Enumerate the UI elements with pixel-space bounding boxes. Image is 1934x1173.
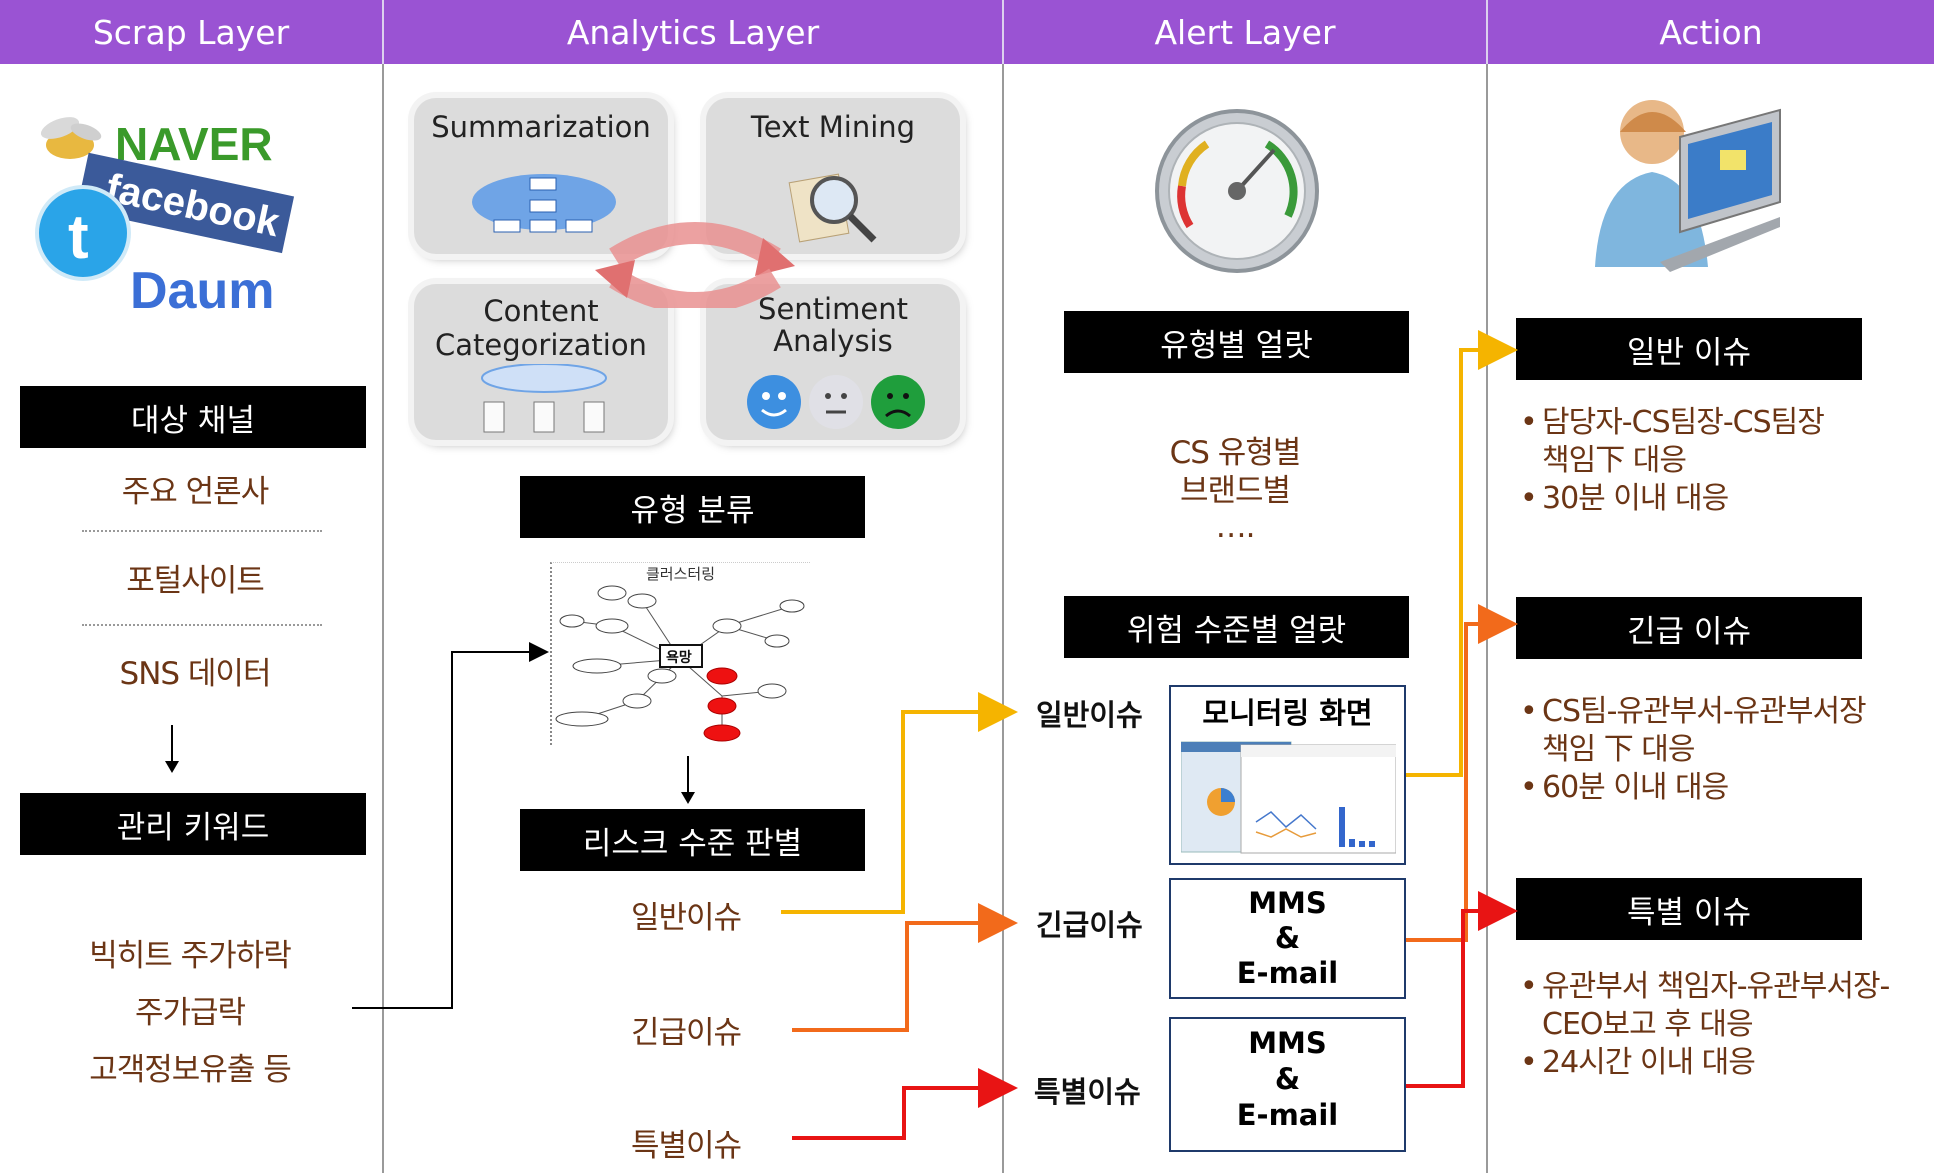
bullet-continuation: 책임 下 대응 bbox=[1542, 732, 1695, 767]
special-flow-arrow bbox=[792, 1068, 1018, 1140]
risk-alert-box: 위험 수준별 얼랏 bbox=[1064, 596, 1409, 658]
type-line: 브랜드별 bbox=[1179, 473, 1291, 509]
bullet-item: CS팀-유관부서-유관부서장 bbox=[1520, 693, 1920, 731]
svg-text:t: t bbox=[68, 203, 89, 272]
risk-level-special: 특별이슈 bbox=[630, 1128, 742, 1164]
down-arrow-icon bbox=[676, 756, 700, 810]
general-action-arrow bbox=[1406, 330, 1518, 777]
keyword-item: 고객정보유출 등 bbox=[89, 1052, 292, 1088]
column-divider bbox=[382, 64, 384, 1173]
alert-level-general: 일반이슈 bbox=[1036, 698, 1143, 732]
summarization-panel: Summarization bbox=[414, 98, 668, 254]
bullet-item: 60분 이내 대응 bbox=[1520, 769, 1920, 807]
email-label: E-mail bbox=[1236, 1098, 1339, 1132]
clustering-mindmap: 클러스터링 욕망 bbox=[550, 562, 810, 745]
hierarchy-cloud-icon bbox=[472, 174, 616, 233]
header-action: Action bbox=[1488, 0, 1934, 64]
mms-email-box-urgent: MMS & E-mail bbox=[1169, 878, 1406, 999]
analysis-label: Analysis bbox=[773, 324, 893, 358]
header-scrap-layer: Scrap Layer bbox=[0, 0, 384, 64]
bullet-item: 30분 이내 대응 bbox=[1520, 480, 1920, 518]
naver-logo-icon: NAVER facebook t Daum bbox=[35, 117, 295, 320]
divider bbox=[82, 624, 322, 626]
risk-level-box: 리스크 수준 판별 bbox=[520, 809, 865, 871]
bullet-item: 유관부서 책임자-유관부서장- bbox=[1520, 968, 1920, 1006]
gauge-icon bbox=[1155, 109, 1319, 273]
text-mining-label: Text Mining bbox=[750, 110, 916, 144]
summarization-label: Summarization bbox=[431, 110, 651, 144]
general-issue-box: 일반 이슈 bbox=[1516, 318, 1862, 380]
text-mining-panel: Text Mining bbox=[706, 98, 960, 254]
cluster-center-label: 욕망 bbox=[666, 649, 692, 666]
cluster-title: 클러스터링 bbox=[646, 565, 716, 583]
keyword-to-cluster-arrow bbox=[352, 642, 549, 1009]
urgent-issue-box: 긴급 이슈 bbox=[1516, 597, 1862, 659]
urgent-issue-details: CS팀-유관부서-유관부서장 책임 下 대응 60분 이내 대응 bbox=[1520, 693, 1920, 807]
bullet-continuation: 책임下 대응 bbox=[1542, 443, 1687, 478]
magnifier-document-icon bbox=[788, 173, 877, 243]
database-cloud-icon bbox=[481, 364, 607, 433]
urgent-action-arrow bbox=[1406, 604, 1518, 942]
alert-level-special: 특별이슈 bbox=[1034, 1075, 1141, 1109]
down-arrow-icon bbox=[160, 725, 184, 779]
type-classification-box: 유형 분류 bbox=[520, 476, 865, 538]
column-divider bbox=[1002, 64, 1004, 1173]
type-line: …. bbox=[1215, 509, 1256, 545]
keyword-item: 주가급락 bbox=[134, 995, 246, 1031]
sentiment-faces-icon bbox=[747, 375, 925, 429]
special-issue-details: 유관부서 책임자-유관부서장- CEO보고 후 대응 24시간 이내 대응 bbox=[1520, 968, 1920, 1082]
monitoring-title: 모니터링 화면 bbox=[1202, 696, 1373, 730]
header-analytics-layer: Analytics Layer bbox=[384, 0, 1004, 64]
monitoring-screen-box: 모니터링 화면 bbox=[1169, 685, 1406, 865]
bullet-item: 24시간 이내 대응 bbox=[1520, 1044, 1920, 1082]
email-label: E-mail bbox=[1236, 956, 1339, 990]
channel-logos: NAVER facebook t Daum bbox=[20, 100, 340, 330]
special-issue-box: 특별 이슈 bbox=[1516, 878, 1862, 940]
alert-level-urgent: 긴급이슈 bbox=[1036, 908, 1143, 942]
sentiment-label: Sentiment bbox=[758, 292, 908, 326]
daum-logo-text: Daum bbox=[130, 262, 274, 320]
content-label: Content bbox=[483, 294, 599, 328]
channel-item: 포털사이트 bbox=[126, 563, 265, 599]
type-alert-box: 유형별 얼랏 bbox=[1064, 311, 1409, 373]
channel-item: SNS 데이터 bbox=[119, 656, 272, 692]
ampersand-label: & bbox=[1274, 1062, 1301, 1096]
keyword-item: 빅히트 주가하락 bbox=[89, 938, 292, 974]
divider bbox=[82, 530, 322, 532]
column-divider bbox=[1486, 64, 1488, 1173]
type-line: CS 유형별 bbox=[1169, 435, 1302, 471]
target-channel-box: 대상 채널 bbox=[20, 386, 366, 448]
mindmap-graph-icon: 욕망 bbox=[555, 585, 805, 742]
keyword-box: 관리 키워드 bbox=[20, 793, 366, 855]
special-action-arrow bbox=[1406, 891, 1518, 1088]
bullet-item: 담당자-CS팀장-CS팀장 bbox=[1520, 404, 1920, 442]
mms-label: MMS bbox=[1248, 1026, 1327, 1060]
channel-item: 주요 언론사 bbox=[121, 474, 269, 510]
mms-email-box-special: MMS & E-mail bbox=[1169, 1017, 1406, 1152]
header-alert-layer: Alert Layer bbox=[1004, 0, 1488, 64]
naver-logo-text: NAVER bbox=[115, 118, 273, 170]
dashboard-screenshot-icon bbox=[1181, 741, 1396, 854]
ampersand-label: & bbox=[1274, 921, 1301, 955]
general-issue-details: 담당자-CS팀장-CS팀장 책임下 대응 30분 이내 대응 bbox=[1520, 404, 1920, 518]
user-at-computer-icon bbox=[1595, 100, 1781, 272]
content-categorization-panel: Content Categorization bbox=[414, 284, 668, 440]
mms-label: MMS bbox=[1248, 886, 1327, 920]
sentiment-analysis-panel: Sentiment Analysis bbox=[706, 284, 960, 440]
categorization-label: Categorization bbox=[435, 328, 647, 362]
cycle-arrows-icon bbox=[595, 222, 795, 308]
risk-level-general: 일반이슈 bbox=[630, 900, 742, 936]
urgent-flow-arrow bbox=[792, 903, 1018, 1032]
bullet-continuation: CEO보고 후 대응 bbox=[1542, 1007, 1754, 1042]
risk-level-urgent: 긴급이슈 bbox=[630, 1015, 742, 1051]
